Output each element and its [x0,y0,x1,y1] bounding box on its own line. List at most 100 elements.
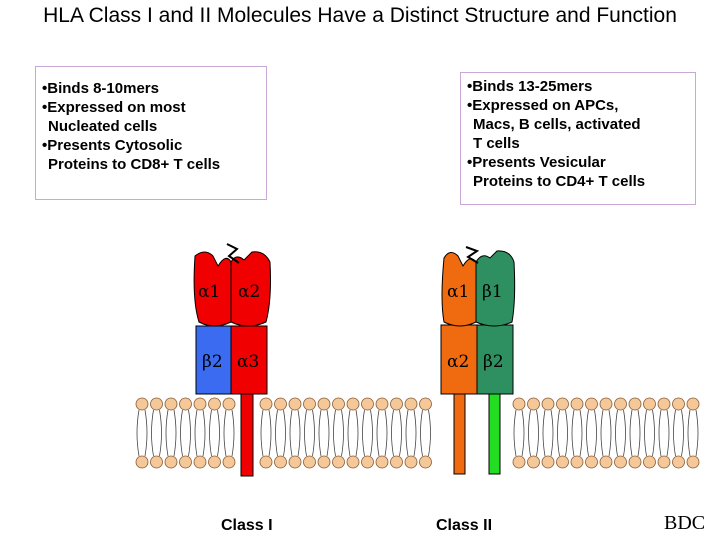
class-ii-info-box: •Binds 13-25mers •Expressed on APCs, Mac… [460,72,696,205]
lipid-head [332,397,345,411]
lipid-tail [405,409,417,457]
class-i-peptide-icon [226,243,240,264]
lipid-head [346,455,360,469]
lipid-head [135,397,149,411]
lipid-head [375,455,389,469]
class-ii-alpha1-label: α1 [447,282,469,302]
class-i-info-line: Nucleated cells [48,118,158,135]
class-i-transmembrane-tail [240,389,254,477]
lipid-head [274,455,287,469]
class-ii-info-line: •Expressed on APCs, [467,97,619,114]
lipid-head [193,455,207,469]
lipid-tail [376,409,388,457]
class-ii-info-line: •Binds 13-25mers [467,78,593,95]
lipid-head [585,455,598,469]
lipid-tail [644,409,655,457]
class-ii-beta-tail [488,389,501,475]
lipid-head [512,397,526,411]
class-ii-info-line: Proteins to CD4+ T cells [473,173,646,190]
lipid-tail [275,409,286,457]
lipid-tail [542,409,554,457]
lipid-tail [333,409,344,457]
lipid-head [419,397,432,411]
lipid-head [288,455,302,469]
lipid-head [657,455,671,469]
class-i-caption: Class I [221,517,273,534]
lipid-tail [528,409,539,457]
lipid-tail [420,409,431,457]
lipid-head [164,455,178,469]
class-ii-beta1-label: β1 [482,282,503,302]
lipid-head [570,455,584,469]
lipid-head [556,397,569,411]
lipid-tail [223,409,235,457]
class-i-beta2-domain [195,325,233,395]
lipid-tail [347,409,359,457]
lipid-head [390,397,403,411]
lipid-head [317,455,331,469]
class-i-alpha2-domain [230,251,271,327]
lipid-tail [391,409,402,457]
lipid-head [672,455,685,469]
lipid-head [390,455,403,469]
lipid-head [179,455,192,469]
lipid-tail [362,409,373,457]
lipid-head [288,397,302,411]
lipid-head [222,455,236,469]
lipid-head [657,397,671,411]
class-ii-alpha2-domain [440,324,478,395]
lipid-head [686,397,700,411]
lipid-head [259,397,273,411]
lipid-head [346,397,360,411]
lipid-head [419,455,432,469]
lipid-head [628,455,642,469]
lipid-head [317,397,331,411]
lipid-head [556,455,569,469]
lipid-tail [513,409,525,457]
class-ii-alpha2-label: α2 [447,352,469,372]
lipid-head [570,397,584,411]
cell-membrane [135,397,700,469]
lipid-tail [289,409,301,457]
lipid-head [303,455,316,469]
lipid-tail [673,409,684,457]
lipid-tail [629,409,641,457]
lipid-head [599,455,613,469]
class-i-info-line: •Expressed on most [42,99,186,116]
lipid-head [375,397,389,411]
class-i-beta2-label: β2 [202,352,223,372]
lipid-head [150,397,163,411]
lipid-tail [571,409,583,457]
lipid-head [672,397,685,411]
class-i-alpha3-label: α3 [237,352,259,372]
lipid-head [527,397,540,411]
lipid-head [193,397,207,411]
lipid-head [222,397,236,411]
lipid-tail [260,409,272,457]
class-i-alpha3-domain [230,325,268,395]
lipid-head [208,397,221,411]
lipid-tail [209,409,220,457]
page-title: HLA Class I and II Molecules Have a Dist… [43,4,677,27]
class-ii-alpha-tail [453,389,466,475]
class-ii-beta2-label: β2 [483,352,504,372]
class-i-info-line: •Binds 8-10mers [42,80,159,97]
lipid-tail [600,409,612,457]
lipid-tail [180,409,191,457]
lipid-head [179,397,192,411]
lipid-head [628,397,642,411]
class-ii-info-line: Macs, B cells, activated [473,116,641,133]
class-i-info-line: Proteins to CD8+ T cells [48,156,221,173]
lipid-tail [318,409,330,457]
lipid-tail [586,409,597,457]
lipid-head [614,455,627,469]
class-i-info-box: •Binds 8-10mers •Expressed on most Nucle… [35,66,267,200]
class-i-alpha1-label: α1 [198,282,220,302]
lipid-head [686,455,700,469]
lipid-tail [687,409,699,457]
lipid-head [361,455,374,469]
lipid-head [599,397,613,411]
lipid-head [259,455,273,469]
lipid-tail [615,409,626,457]
